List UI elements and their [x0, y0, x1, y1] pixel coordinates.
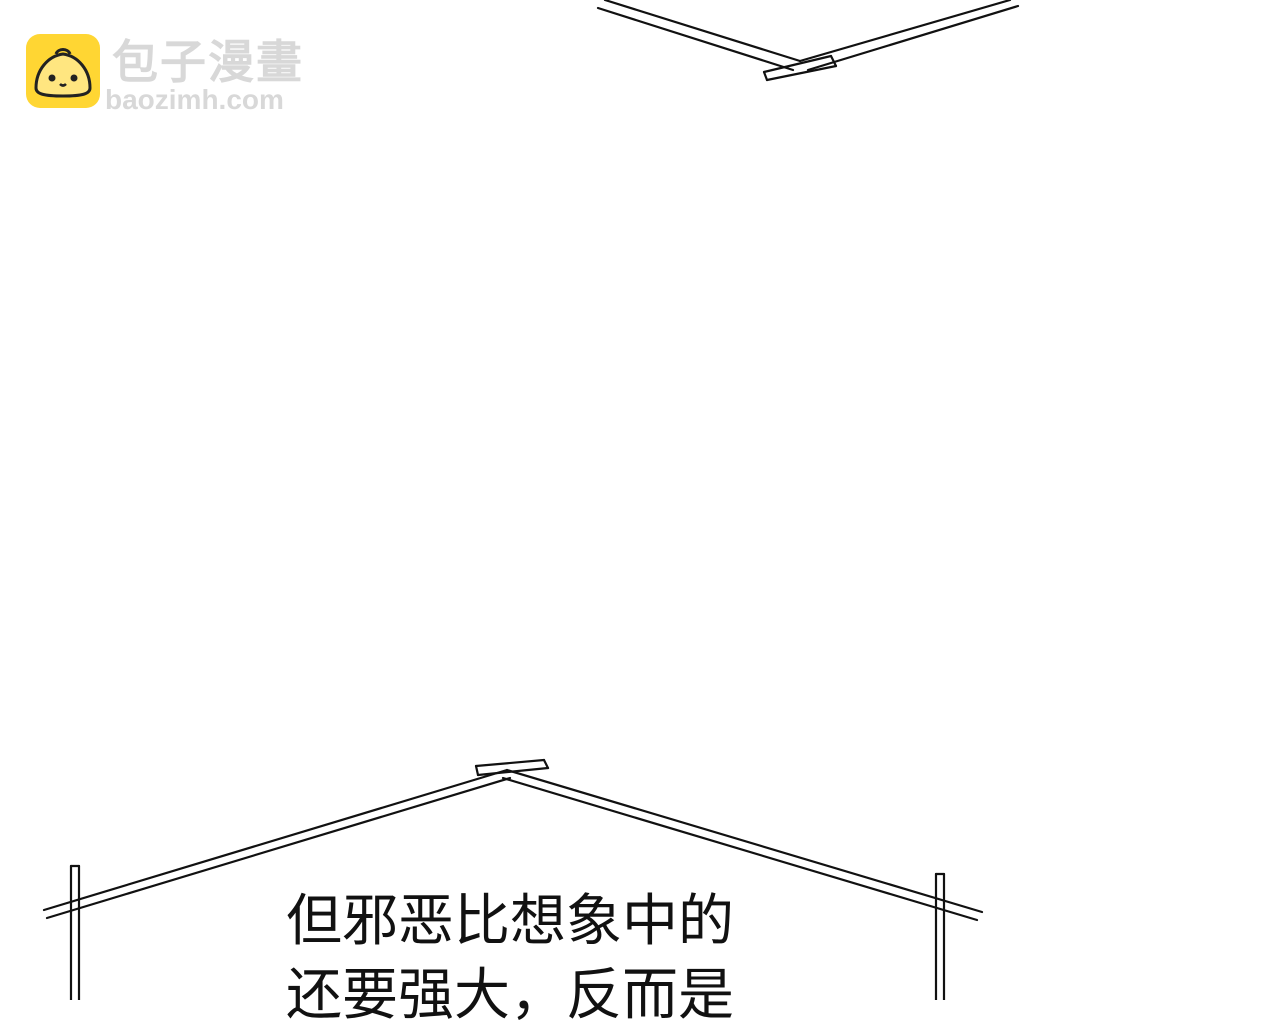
dialogue-text: 但邪恶比想象中的 还要强大，反而是 — [286, 885, 806, 1033]
watermark: 包子漫畫 baozimh.com — [26, 34, 326, 115]
dialogue-line: 还要强大，反而是 — [286, 963, 734, 1028]
watermark-url: baozimh.com — [105, 84, 284, 115]
top-roof-lines — [596, 0, 1020, 82]
panel-frame-lines — [42, 0, 1020, 1000]
steamed-bun-icon — [26, 34, 100, 108]
dialogue-line: 但邪恶比想象中的 — [286, 889, 734, 954]
watermark-title: 包子漫畫 — [112, 35, 304, 89]
bottom-roof-lines — [42, 758, 984, 1000]
